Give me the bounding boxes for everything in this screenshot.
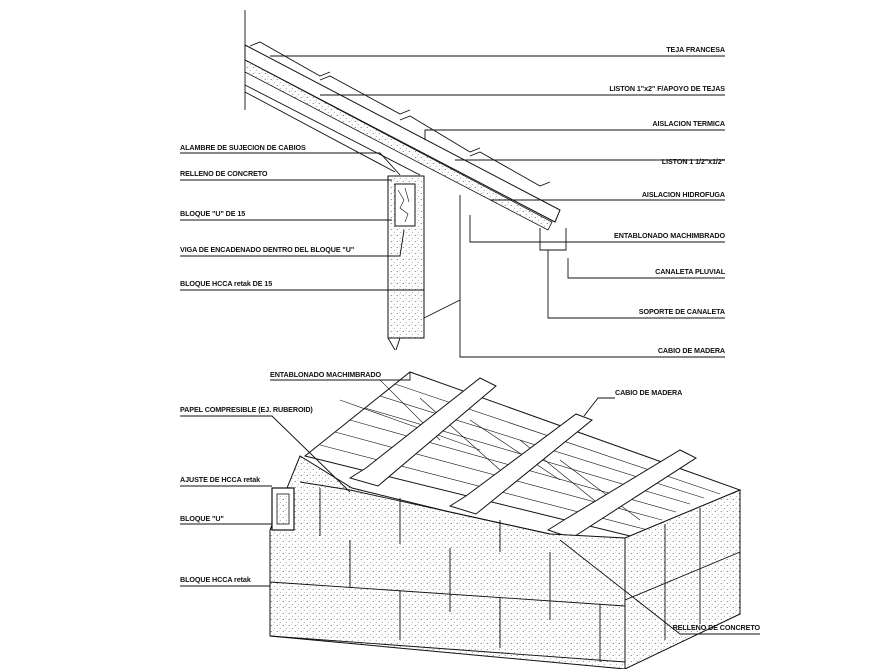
- rafters: [348, 377, 698, 539]
- label-entablonado-bottom: ENTABLONADO MACHIMBRADO: [270, 370, 381, 379]
- isometric-wall: [180, 371, 760, 669]
- label-bloque-u-15: BLOQUE "U" DE 15: [180, 209, 245, 218]
- label-bloque-hcca-15: BLOQUE HCCA retak DE 15: [180, 279, 272, 288]
- label-alambre: ALAMBRE DE SUJECION DE CABIOS: [180, 143, 306, 152]
- top-right-labels: TEJA FRANCESA LISTON 1"x2" F/APOYO DE TE…: [609, 45, 725, 355]
- label-cabio-madera-bottom: CABIO DE MADERA: [615, 388, 682, 397]
- label-relleno-bottom: RELLENO DE CONCRETO: [673, 623, 761, 632]
- label-ajuste-hcca: AJUSTE DE HCCA retak: [180, 475, 260, 484]
- label-liston-small: LISTON 1 1/2"x1/2": [662, 157, 725, 166]
- label-teja-francesa: TEJA FRANCESA: [666, 45, 725, 54]
- label-bloque-hcca: BLOQUE HCCA retak: [180, 575, 251, 584]
- label-entablonado-top: ENTABLONADO MACHIMBRADO: [614, 231, 725, 240]
- label-bloque-u: BLOQUE "U": [180, 514, 224, 523]
- label-viga: VIGA DE ENCADENADO DENTRO DEL BLOQUE "U": [180, 245, 354, 254]
- top-left-labels: ALAMBRE DE SUJECION DE CABIOS RELLENO DE…: [180, 143, 354, 288]
- label-aislacion-termica: AISLACION TERMICA: [652, 119, 725, 128]
- bottom-labels: ENTABLONADO MACHIMBRADO CABIO DE MADERA …: [180, 370, 761, 632]
- label-papel-compresible: PAPEL COMPRESIBLE (EJ. RUBEROID): [180, 405, 313, 414]
- label-aislacion-hidrofuga: AISLACION HIDROFUGA: [642, 190, 725, 199]
- label-liston-apoyo: LISTON 1"x2" F/APOYO DE TEJAS: [609, 84, 725, 93]
- label-cabio-madera-top: CABIO DE MADERA: [658, 346, 725, 355]
- label-canaleta-pluvial: CANALETA PLUVIAL: [655, 267, 726, 276]
- label-soporte-canaleta: SOPORTE DE CANALETA: [639, 307, 725, 316]
- label-relleno-top: RELLENO DE CONCRETO: [180, 169, 268, 178]
- eave-section: [180, 10, 725, 358]
